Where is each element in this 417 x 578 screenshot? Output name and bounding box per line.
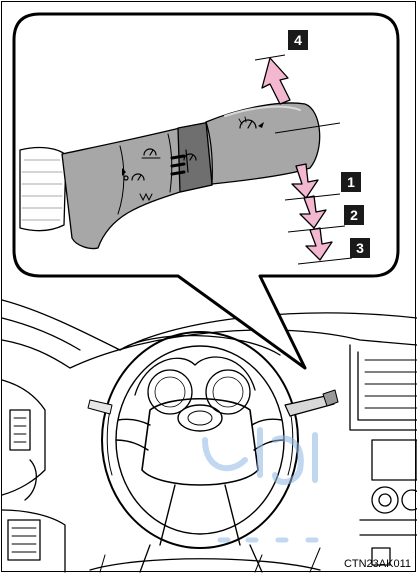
figure-code: CTN23AK011 — [344, 558, 411, 571]
callout-label-intermittent: 1 — [341, 172, 361, 192]
callout-label-low: 2 — [344, 205, 364, 225]
callout-label-high: 3 — [350, 238, 370, 258]
watermark-logo — [190, 400, 340, 570]
callout-label-mist: 4 — [288, 30, 308, 50]
